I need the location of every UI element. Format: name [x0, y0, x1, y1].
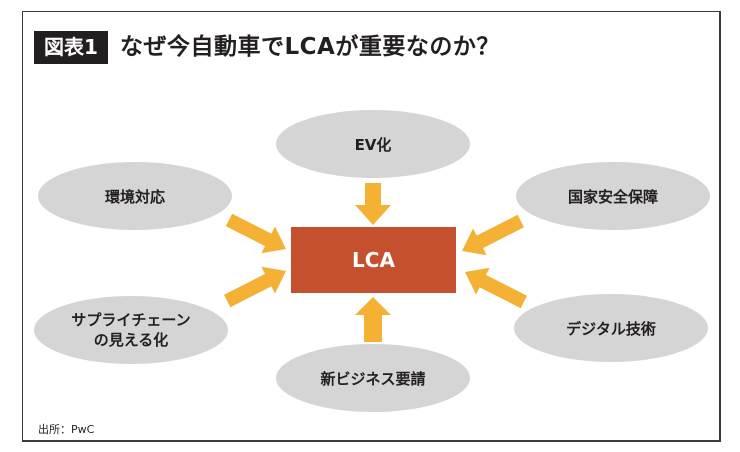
node-ellipse: [514, 294, 708, 362]
arrow-up-right-icon: [224, 266, 286, 308]
node-digital: デジタル技術: [514, 294, 708, 362]
node-label-line-2: の見える化: [94, 331, 169, 349]
node-ellipse: [276, 344, 470, 412]
node-label: 新ビジネス要請: [320, 370, 425, 388]
node-ellipse: [516, 162, 710, 230]
node-environment: 環境対応: [38, 162, 232, 230]
node-label: EV化: [355, 136, 392, 154]
arrow-down-right-icon: [225, 213, 286, 254]
arrow-down-icon: [355, 183, 391, 225]
node-label: デジタル技術: [566, 320, 656, 338]
node-supply-chain: サプライチェーン の見える化: [34, 296, 228, 364]
figure-title: なぜ今自動車でLCAが重要なのか？: [120, 34, 500, 60]
node-ellipse: [276, 110, 470, 178]
center-label: LCA: [352, 248, 395, 272]
arrow-up-left-icon: [465, 267, 527, 309]
arrow-up-icon: [355, 297, 391, 342]
center-box: [291, 227, 456, 293]
node-label: 環境対応: [105, 188, 165, 206]
node-ellipse: [34, 296, 228, 364]
node-ev: EV化: [276, 110, 470, 178]
arrow-down-left-icon: [462, 214, 524, 256]
center-lca: LCA: [291, 227, 456, 293]
node-ellipse: [38, 162, 232, 230]
node-new-business: 新ビジネス要請: [276, 344, 470, 412]
node-national-security: 国家安全保障: [516, 162, 710, 230]
node-label: 国家安全保障: [568, 188, 658, 206]
source-note: 出所：PwC: [38, 423, 95, 436]
node-label-line-1: サプライチェーン: [71, 311, 190, 329]
figure-number-badge: 図表1: [34, 31, 108, 64]
